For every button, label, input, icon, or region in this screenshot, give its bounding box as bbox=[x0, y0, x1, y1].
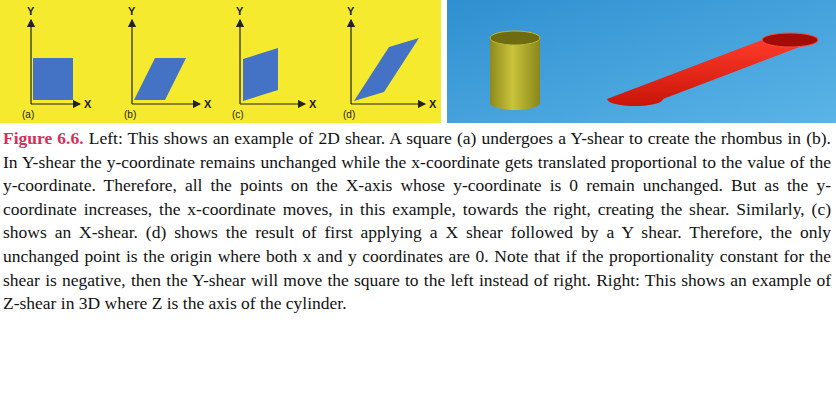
axis-label: X bbox=[309, 99, 316, 110]
panel-tag: (c) bbox=[232, 110, 244, 120]
illustration bbox=[0, 0, 836, 125]
sheared-d bbox=[351, 20, 425, 104]
figure-number: Figure 6.6. bbox=[3, 128, 84, 148]
axis-label: Y bbox=[236, 6, 243, 17]
cylinder bbox=[490, 31, 540, 110]
sheared-cylinder bbox=[607, 33, 818, 106]
axis-label: Y bbox=[27, 6, 34, 17]
caption-text: Left: This shows an example of 2D shear.… bbox=[3, 128, 831, 313]
axis-label: X bbox=[204, 99, 211, 110]
axis-label: Y bbox=[347, 6, 354, 17]
caption: Figure 6.6. Left: This shows an example … bbox=[3, 127, 831, 316]
axis-label: X bbox=[84, 99, 91, 110]
rhombus-b bbox=[132, 20, 200, 104]
axis-label: X bbox=[429, 99, 436, 110]
panel-tag: (d) bbox=[343, 110, 355, 120]
panel-tag: (b) bbox=[124, 110, 136, 120]
blue-panel bbox=[447, 0, 836, 123]
panel-tag: (a) bbox=[22, 110, 34, 120]
yellow-panel bbox=[0, 0, 441, 123]
axis-label: Y bbox=[128, 6, 135, 17]
sheared-c bbox=[240, 20, 305, 104]
square-a bbox=[31, 20, 80, 104]
